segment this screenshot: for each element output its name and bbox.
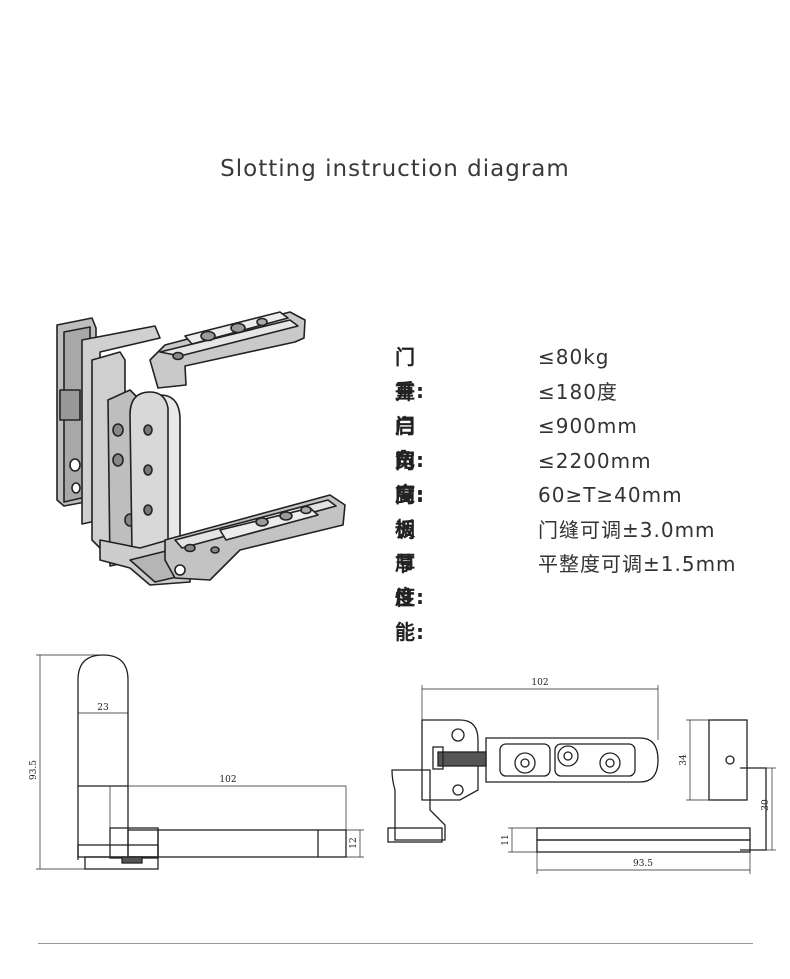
page-title: Slotting instruction diagram: [220, 156, 570, 182]
spec-label: 门板厚度:: [395, 483, 425, 609]
spec-value: 平整度可调±1.5mm: [538, 552, 737, 576]
dim-width-top-label: 23: [97, 703, 109, 713]
dim-arm-thickness-label: 12: [349, 837, 359, 848]
spec-value: 门缝可调±3.0mm: [538, 517, 716, 542]
dim-side-label: 34: [679, 754, 689, 766]
dim-height-label: 93.5: [29, 760, 39, 780]
spec-label: 开启角度:: [395, 379, 425, 506]
spec-value: ≤2200mm: [538, 448, 652, 473]
spec-label: 调节性能:: [395, 517, 425, 644]
spec-label: 门重:: [395, 345, 425, 403]
dim-offset-label: 11: [501, 834, 511, 845]
dim-arm-length-label: 102: [219, 775, 236, 785]
bottom-divider: [38, 943, 753, 944]
spec-value: ≤180度: [538, 379, 618, 404]
dim-height-label: 30: [761, 799, 771, 811]
spec-value: ≤80kg: [538, 345, 610, 369]
dim-base-label: 93.5: [633, 859, 653, 869]
spec-value: ≤900mm: [538, 414, 638, 438]
spec-label: 门高:: [395, 448, 425, 507]
spec-value: 60≥T≥40mm: [538, 483, 683, 507]
dim-length-label: 102: [531, 678, 548, 688]
spec-label: 门宽:: [395, 414, 425, 472]
